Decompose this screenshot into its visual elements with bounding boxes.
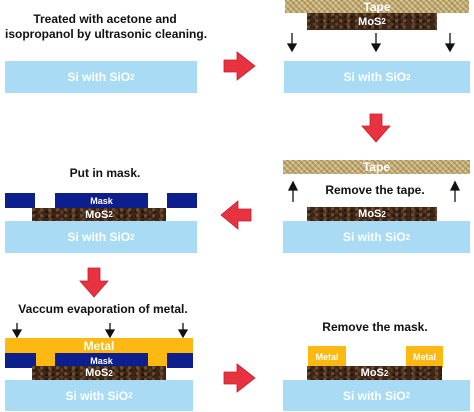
mask-put-caption: Put in mask. [69, 166, 141, 180]
tape-label: Tape [362, 160, 391, 174]
flow-arrow-right-icon [223, 363, 256, 393]
metal-label: Metal [315, 352, 339, 362]
tape-remove-caption: Remove the tape. [325, 183, 425, 197]
substrate-label: Si with SiO [65, 388, 129, 403]
metal-deposit-left [36, 353, 55, 366]
tape-layer: Tape [283, 160, 470, 174]
mask-left-segment [5, 193, 35, 208]
substrate-label: Si with SiO [67, 230, 131, 244]
metal-layer: Metal [5, 338, 193, 353]
tape-layer: Tape [285, 0, 469, 14]
mos2-subscript: 2 [108, 368, 113, 378]
mask-label: Mask [90, 355, 113, 366]
mask-right-segment [167, 353, 193, 368]
mos2-label: MoS [358, 208, 382, 220]
mask-right-segment [167, 193, 197, 208]
evaporation-caption: Vaccum evaporation of metal. [18, 302, 188, 316]
mask-center-segment: Mask [55, 193, 148, 208]
metal-contact-left: Metal [308, 346, 346, 368]
mos2-label: MoS [360, 367, 384, 379]
mos2-subscript: 2 [381, 17, 386, 26]
mos2-label: MoS [358, 15, 382, 28]
flow-arrow-down-icon [79, 267, 109, 298]
metal-deposit-right [148, 353, 167, 366]
clean-caption-line1: Treated with acetone and [33, 12, 177, 26]
substrate-label: Si with SiO [67, 70, 131, 84]
mos2-subscript: 2 [381, 209, 386, 219]
metal-label: Metal [412, 352, 436, 362]
tape-label: Tape [363, 0, 391, 14]
substrate-subscript: 2 [128, 391, 133, 400]
flow-arrow-down-icon [361, 113, 391, 143]
mask-left-segment [5, 353, 36, 368]
substrate-label: Si with SiO [342, 230, 406, 244]
substrate-subscript: 2 [406, 72, 411, 82]
mos2-subscript: 2 [383, 368, 389, 378]
mos2-label: MoS [85, 367, 109, 379]
flow-arrow-right-icon [223, 51, 256, 81]
mask-center-segment: Mask [55, 353, 148, 368]
mos2-label: MoS [85, 208, 109, 221]
metal-contact-right: Metal [406, 346, 443, 368]
substrate-subscript: 2 [405, 232, 411, 242]
mask-remove-caption: Remove the mask. [322, 320, 428, 334]
clean-caption-line2: isopropanol by ultrasonic cleaning. [5, 27, 208, 41]
flow-arrow-left-icon [220, 200, 252, 230]
substrate-subscript: 2 [130, 232, 135, 242]
substrate-label: Si with SiO [343, 70, 407, 84]
mos2-subscript: 2 [108, 210, 113, 219]
substrate-label: Si with SiO [342, 388, 406, 403]
clean-caption: Treated with acetone and isopropanol by … [5, 12, 208, 42]
substrate-subscript: 2 [130, 72, 135, 82]
substrate-subscript: 2 [405, 391, 411, 400]
metal-label: Metal [83, 338, 115, 353]
mask-label: Mask [90, 195, 113, 206]
